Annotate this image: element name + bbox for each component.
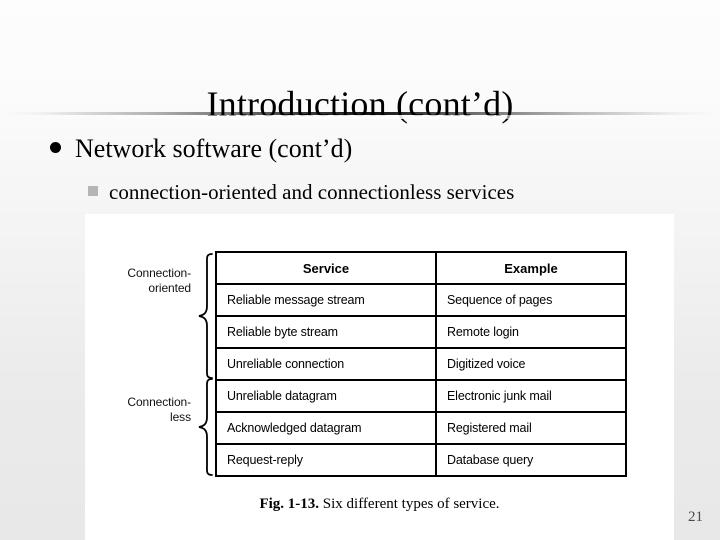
table-row: Unreliable connection Digitized voice (215, 347, 627, 381)
bullet-item-level2: connection-oriented and connectionless s… (88, 180, 514, 205)
table-row: Reliable message stream Sequence of page… (215, 283, 627, 317)
cell-service: Unreliable datagram (215, 379, 437, 413)
cell-example: Digitized voice (435, 347, 627, 381)
table-row: Acknowledged datagram Registered mail (215, 411, 627, 445)
cell-example: Sequence of pages (435, 283, 627, 317)
group-label-line1: Connection- (127, 266, 191, 280)
cell-example: Remote login (435, 315, 627, 349)
title-divider (0, 112, 720, 115)
cell-example: Registered mail (435, 411, 627, 445)
column-header-example: Example (435, 251, 627, 285)
column-header-service: Service (215, 251, 437, 285)
bullet-item-level1: Network software (cont’d) (50, 134, 352, 164)
cell-service: Request-reply (215, 443, 437, 477)
table-body: Reliable message stream Sequence of page… (215, 283, 627, 477)
figure-caption-text: Six different types of service. (319, 496, 500, 512)
cell-example: Electronic junk mail (435, 379, 627, 413)
figure-caption-number: Fig. 1-13. (259, 496, 320, 512)
curly-brace-icon-connection-oriented (198, 253, 213, 379)
page-number: 21 (688, 509, 703, 525)
table-row: Reliable byte stream Remote login (215, 315, 627, 349)
page-title: Introduction (cont’d) (206, 84, 514, 125)
square-bullet-icon (88, 186, 98, 196)
service-table: Service Example Reliable message stream … (215, 251, 627, 477)
group-label-connection-oriented: Connection- oriented (103, 266, 191, 296)
group-label-line2: oriented (148, 281, 191, 295)
table-row: Request-reply Database query (215, 443, 627, 477)
bullet-level1-label: Network software (cont’d) (75, 134, 353, 163)
cell-service: Reliable byte stream (215, 315, 437, 349)
figure-caption: Fig. 1-13. Six different types of servic… (85, 496, 674, 513)
title-divider-highlight (0, 115, 720, 119)
cell-service: Reliable message stream (215, 283, 437, 317)
table-header-row: Service Example (215, 251, 627, 285)
bullet-level2-label: connection-oriented and connectionless s… (109, 180, 515, 204)
group-label-line1: Connection- (127, 395, 191, 409)
cell-service: Acknowledged datagram (215, 411, 437, 445)
group-label-connectionless: Connection- less (103, 395, 191, 425)
curly-brace-icon-connectionless (198, 378, 213, 476)
group-label-line2: less (170, 410, 191, 424)
cell-example: Database query (435, 443, 627, 477)
cell-service: Unreliable connection (215, 347, 437, 381)
disc-bullet-icon (50, 142, 61, 153)
figure-image: Connection- oriented Connection- less Se… (85, 214, 674, 540)
table-row: Unreliable datagram Electronic junk mail (215, 379, 627, 413)
table-header: Service Example (215, 251, 627, 285)
